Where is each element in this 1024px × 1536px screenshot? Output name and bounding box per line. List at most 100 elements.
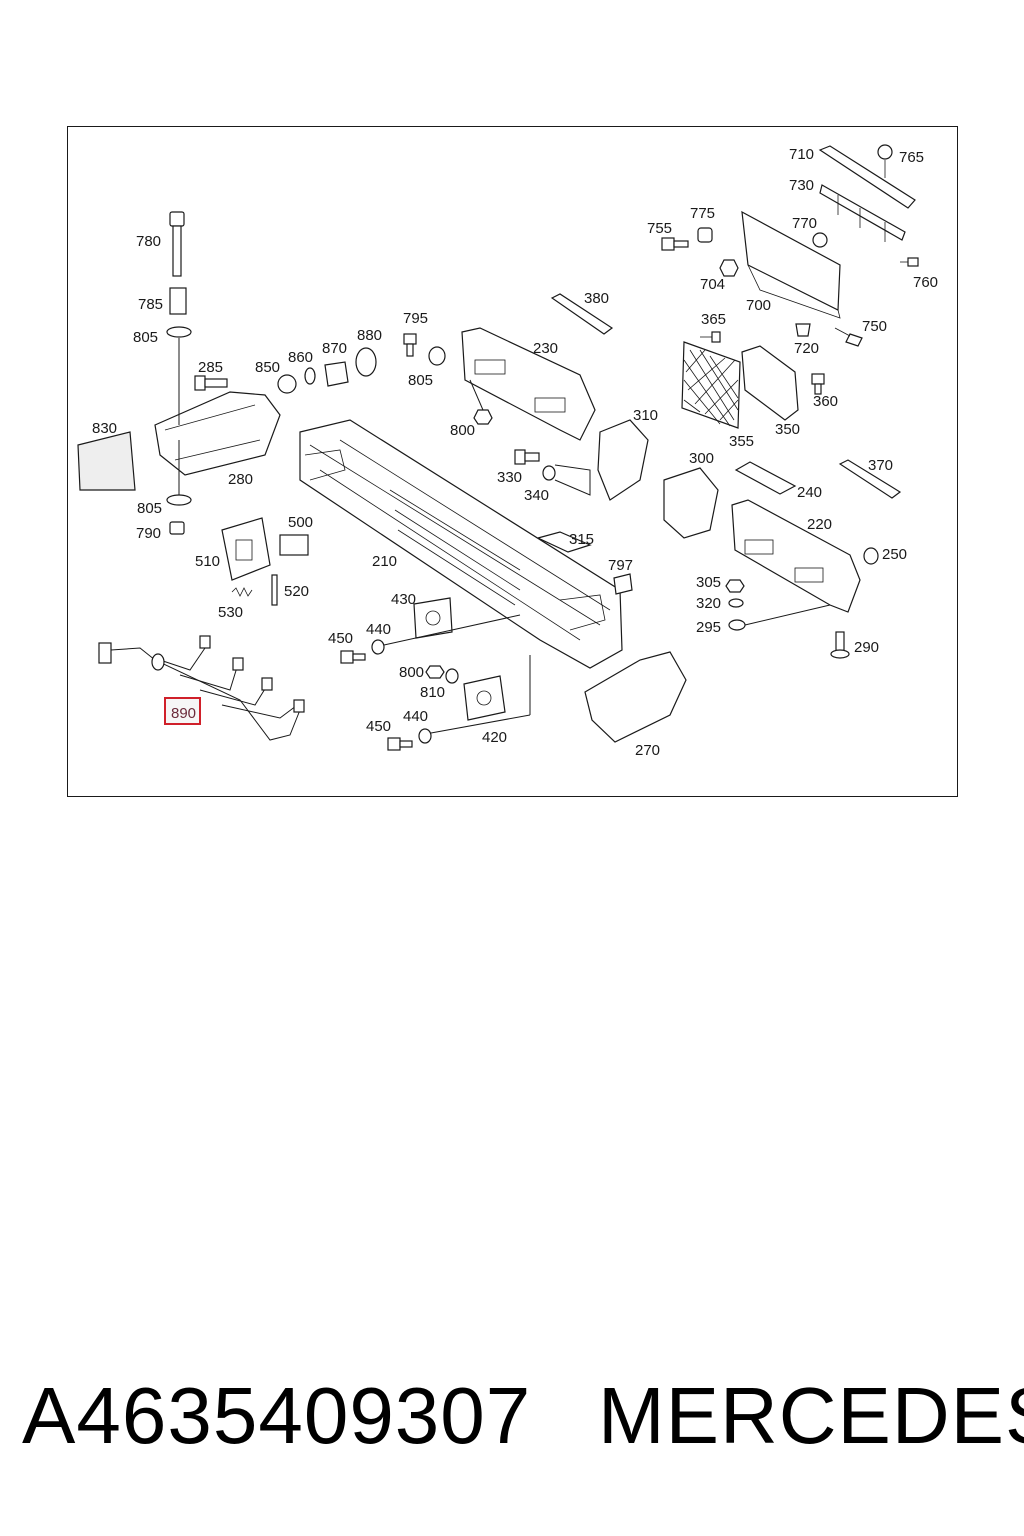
callout-365[interactable]: 365 (701, 311, 726, 328)
callout-850[interactable]: 850 (255, 359, 280, 376)
callout-730[interactable]: 730 (789, 177, 814, 194)
callout-704[interactable]: 704 (700, 276, 725, 293)
callout-790[interactable]: 790 (136, 525, 161, 542)
callout-285[interactable]: 285 (198, 359, 223, 376)
screw-765 (877, 144, 893, 178)
brand-name: MERCEDES (598, 1371, 1024, 1460)
callout-805-low[interactable]: 805 (137, 500, 162, 517)
callout-860[interactable]: 860 (288, 349, 313, 366)
callout-290[interactable]: 290 (854, 639, 879, 656)
ring-860 (304, 367, 316, 385)
callout-720[interactable]: 720 (794, 340, 819, 357)
callout-780[interactable]: 780 (136, 233, 161, 250)
cover-300 (663, 467, 719, 539)
callout-440-bottom[interactable]: 440 (403, 708, 428, 725)
callout-800[interactable]: 800 (450, 422, 475, 439)
callout-800-low[interactable]: 800 (399, 664, 424, 681)
callout-510[interactable]: 510 (195, 553, 220, 570)
washer-805-bottom (166, 494, 192, 506)
callout-750[interactable]: 750 (862, 318, 887, 335)
callout-710[interactable]: 710 (789, 146, 814, 163)
callout-830[interactable]: 830 (92, 420, 117, 437)
grommet-250 (863, 547, 879, 565)
bolt-285 (194, 375, 228, 391)
end-cap-280 (154, 391, 281, 476)
grommet-880 (355, 347, 377, 377)
callout-315[interactable]: 315 (569, 531, 594, 548)
callout-295[interactable]: 295 (696, 619, 721, 636)
callout-530[interactable]: 530 (218, 604, 243, 621)
callout-310[interactable]: 310 (633, 407, 658, 424)
callout-320[interactable]: 320 (696, 595, 721, 612)
callout-300[interactable]: 300 (689, 450, 714, 467)
callout-785[interactable]: 785 (138, 296, 163, 313)
callout-330[interactable]: 330 (497, 469, 522, 486)
nut-800-top (473, 409, 493, 425)
callout-450-top[interactable]: 450 (328, 630, 353, 647)
spring-530 (231, 587, 253, 597)
callout-270[interactable]: 270 (635, 742, 660, 759)
callout-420[interactable]: 420 (482, 729, 507, 746)
callout-805[interactable]: 805 (133, 329, 158, 346)
clip-720 (795, 323, 811, 337)
callout-305[interactable]: 305 (696, 574, 721, 591)
bracket-510 (221, 517, 271, 581)
sleeve-785 (169, 287, 187, 315)
callout-870[interactable]: 870 (322, 340, 347, 357)
callout-755[interactable]: 755 (647, 220, 672, 237)
bracket-730 (819, 184, 906, 242)
screw-360 (811, 373, 825, 395)
bracket-350 (741, 345, 799, 421)
callout-210[interactable]: 210 (372, 553, 397, 570)
callout-220[interactable]: 220 (807, 516, 832, 533)
callout-880[interactable]: 880 (357, 327, 382, 344)
callout-355[interactable]: 355 (729, 433, 754, 450)
bumper-carrier-210 (299, 419, 623, 669)
insert-240 (734, 461, 797, 495)
nut-800-bottom (425, 665, 445, 679)
callout-760[interactable]: 760 (913, 274, 938, 291)
callout-280[interactable]: 280 (228, 471, 253, 488)
callout-520[interactable]: 520 (284, 583, 309, 600)
washer-805-top (166, 326, 192, 338)
callout-240[interactable]: 240 (797, 484, 822, 501)
callout-450-bottom[interactable]: 450 (366, 718, 391, 735)
callout-890[interactable]: 890 (171, 705, 196, 722)
license-holder-700 (741, 210, 841, 319)
washer-320 (728, 598, 744, 608)
bracket-220 (731, 499, 861, 613)
bolt-330 (514, 449, 540, 465)
callout-810[interactable]: 810 (420, 684, 445, 701)
label-315 (536, 531, 592, 553)
callout-430[interactable]: 430 (391, 591, 416, 608)
callout-340[interactable]: 340 (524, 487, 549, 504)
bolt-795 (403, 333, 417, 357)
washer-295 (728, 619, 746, 631)
callout-360[interactable]: 360 (813, 393, 838, 410)
callout-500[interactable]: 500 (288, 514, 313, 531)
parts-diagram-frame (67, 126, 958, 797)
bracket-830 (77, 431, 136, 491)
callout-765[interactable]: 765 (899, 149, 924, 166)
bracket-430 (413, 597, 453, 639)
washer-440-top (371, 639, 385, 655)
callout-770[interactable]: 770 (792, 215, 817, 232)
screw-750 (834, 327, 863, 347)
callout-250[interactable]: 250 (882, 546, 907, 563)
callout-795[interactable]: 795 (403, 310, 428, 327)
callout-380[interactable]: 380 (584, 290, 609, 307)
callout-805-mid[interactable]: 805 (408, 372, 433, 389)
footer: A4635409307 MERCEDES (0, 1370, 1024, 1470)
callout-775[interactable]: 775 (690, 205, 715, 222)
nut-305 (725, 579, 745, 593)
callout-230[interactable]: 230 (533, 340, 558, 357)
callout-440-top[interactable]: 440 (366, 621, 391, 638)
highlight-box-890[interactable] (164, 697, 201, 725)
callout-700[interactable]: 700 (746, 297, 771, 314)
bolt-290 (830, 631, 850, 659)
callout-350[interactable]: 350 (775, 421, 800, 438)
callout-370[interactable]: 370 (868, 457, 893, 474)
washer-340 (542, 465, 556, 481)
callout-797[interactable]: 797 (608, 557, 633, 574)
washer-810 (445, 668, 459, 684)
